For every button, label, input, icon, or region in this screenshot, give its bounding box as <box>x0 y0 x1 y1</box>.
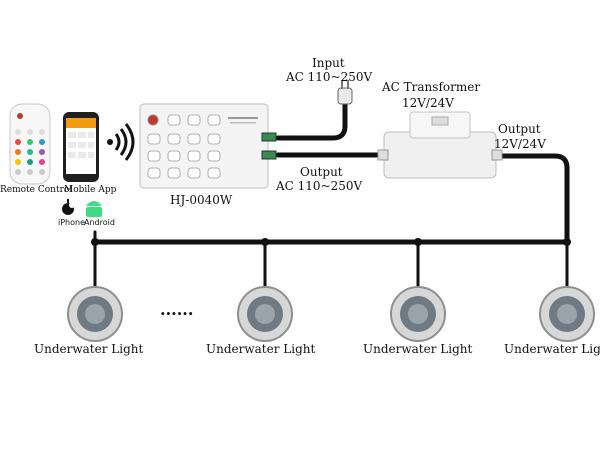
android-label: Android <box>84 218 115 227</box>
output-top-label: Output <box>498 122 541 136</box>
iphone-label: iPhone <box>58 218 86 227</box>
wires <box>92 101 570 288</box>
underwater-light-3 <box>390 286 446 342</box>
junctions <box>91 238 571 246</box>
light-label-1: Underwater Light <box>34 342 144 356</box>
underwater-light-2 <box>237 286 293 342</box>
apple-icon <box>62 199 75 215</box>
junction-dot <box>91 238 99 246</box>
remote-control-label: Remote Control <box>0 185 73 195</box>
junction-dot <box>414 238 422 246</box>
input-label: Input <box>312 56 345 70</box>
light-label-2: Underwater Light <box>206 342 316 356</box>
underwater-light-1 <box>67 286 123 342</box>
transformer-spec-label: 12V/24V <box>402 96 454 110</box>
more-lights-ellipsis: ...... <box>160 300 194 319</box>
transformer-label: AC Transformer <box>382 80 481 94</box>
light-label-4: Underwater Light <box>504 342 600 356</box>
controller-device <box>139 103 277 189</box>
output-left-label: Output <box>300 165 343 179</box>
android-icon <box>86 201 102 217</box>
light-label-3: Underwater Light <box>363 342 473 356</box>
output-top-spec-label: 12V/24V <box>494 137 546 151</box>
mobile-phone-device <box>63 112 99 182</box>
transformer-device <box>377 111 503 179</box>
plug-icon <box>337 80 353 105</box>
mobile-app-label: Mobile App <box>64 185 117 195</box>
junction-dot <box>563 238 571 246</box>
transformer-output-wire <box>494 153 570 245</box>
input-spec-label: AC 110~250V <box>286 70 373 84</box>
underwater-light-4 <box>539 286 595 342</box>
remote-control-device <box>9 103 51 185</box>
input-wire <box>275 101 348 141</box>
output-left-spec-label: AC 110~250V <box>276 179 363 193</box>
controller-model-label: HJ-0040W <box>170 193 233 207</box>
wifi-icon <box>107 123 135 161</box>
underwater-lights <box>67 286 595 342</box>
junction-dot <box>261 238 269 246</box>
